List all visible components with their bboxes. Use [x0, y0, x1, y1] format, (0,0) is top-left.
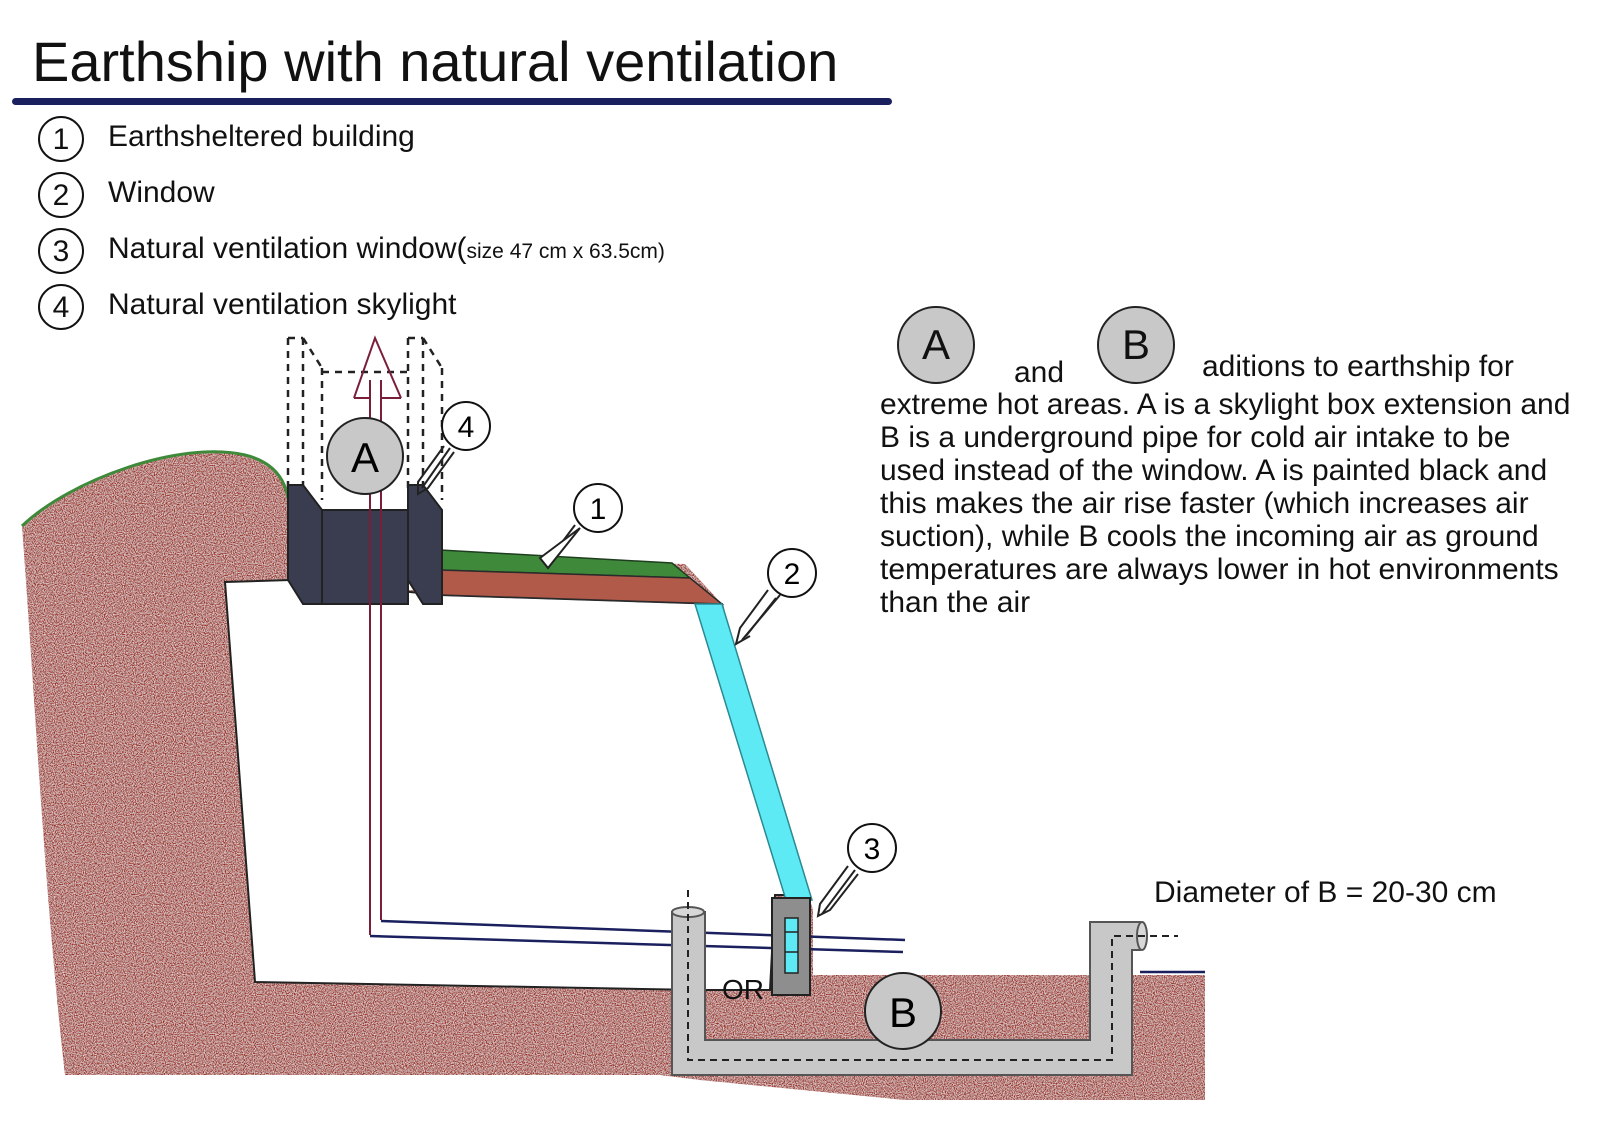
note-badge-a: A	[897, 306, 975, 384]
callout-4: 4	[417, 401, 491, 496]
legend-label-3-text: Natural ventilation window(	[108, 232, 467, 265]
page-title: Earthship with natural ventilation	[32, 30, 839, 93]
legend-label-1: Earthsheltered building	[108, 120, 415, 153]
note-body: extreme hot areas. A is a skylight box e…	[880, 388, 1571, 619]
window-glass	[693, 603, 814, 901]
legend-label-3-size-note: size 47 cm x 63.5cm)	[466, 240, 665, 263]
note-badge-b: B	[1097, 306, 1175, 384]
skylight-extension-outline	[286, 336, 444, 500]
note-connector: and	[1014, 356, 1065, 389]
callout-2-number: 2	[784, 558, 801, 591]
legend-item-1: 1 Earthsheltered building	[38, 116, 798, 166]
or-label: OR	[722, 974, 764, 1005]
callout-1: 1	[538, 483, 623, 570]
legend-item-4: 4 Natural ventilation skylight	[38, 284, 798, 334]
callout-1-number: 1	[590, 493, 607, 526]
legend-label-3: Natural ventilation window(size 47 cm x …	[108, 232, 665, 266]
legend-number-2: 2	[38, 172, 84, 218]
callout-2: 2	[734, 548, 817, 647]
legend-item-2: 2 Window	[38, 172, 798, 222]
skylight-box	[287, 484, 443, 605]
pipe-badge-b-label: B	[889, 989, 917, 1036]
ventilation-window	[771, 897, 811, 996]
legend-number-4: 4	[38, 284, 84, 330]
legend-label-4: Natural ventilation skylight	[108, 288, 457, 321]
legend-item-3: 3 Natural ventilation window(size 47 cm …	[38, 228, 798, 278]
callout-3: 3	[816, 823, 897, 918]
callout-3-number: 3	[864, 833, 881, 866]
pipe-badge-b: B	[864, 972, 942, 1050]
callout-4-number: 4	[458, 411, 475, 444]
note-lead: aditions to earthship for	[1202, 350, 1514, 383]
legend-label-2: Window	[108, 176, 215, 209]
legend-number-1: 1	[38, 116, 84, 162]
skylight-badge-a: A	[326, 417, 404, 495]
skylight-badge-a-label: A	[351, 434, 379, 481]
title-underline	[12, 98, 892, 105]
legend-number-3: 3	[38, 228, 84, 274]
diameter-label: Diameter of B = 20-30 cm	[1154, 876, 1497, 909]
